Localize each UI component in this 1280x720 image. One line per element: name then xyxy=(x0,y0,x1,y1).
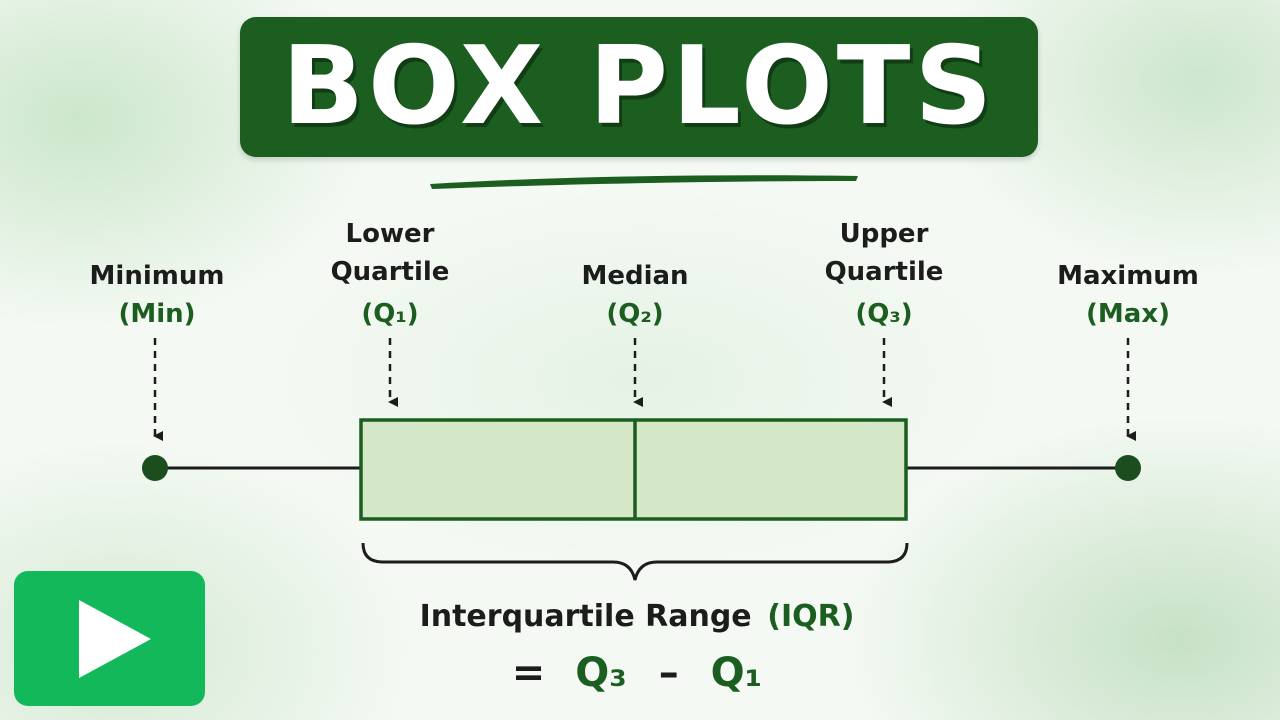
iqr-abbr: (IQR) xyxy=(767,599,854,634)
title-banner: BOX PLOTS xyxy=(240,17,1038,157)
iqr-brace xyxy=(361,542,909,581)
formula-equals: = xyxy=(512,650,546,696)
upper-quartile-abbr: (Q₃) xyxy=(855,299,912,329)
lower-quartile-abbr: (Q₁) xyxy=(361,299,418,329)
minimum-label: Minimum xyxy=(90,261,225,291)
lower-quartile-label-line2: Quartile xyxy=(331,257,450,287)
lower-quartile-label-line1: Lower xyxy=(346,219,435,249)
formula-minus: – xyxy=(659,650,679,696)
play-icon xyxy=(78,599,151,678)
upper-quartile-label-line2: Quartile xyxy=(825,257,944,287)
minimum-abbr: (Min) xyxy=(118,299,195,329)
formula-q1: Q₁ xyxy=(711,650,763,696)
formula-q3: Q₃ xyxy=(575,650,627,696)
median-abbr: (Q₂) xyxy=(606,299,663,329)
iqr-label: Interquartile Range (IQR) xyxy=(420,599,855,634)
maximum-label: Maximum xyxy=(1057,261,1199,291)
maximum-point xyxy=(1115,455,1141,481)
iqr-label-text: Interquartile Range xyxy=(420,599,752,634)
iqr-formula: = Q₃ – Q₁ xyxy=(512,650,762,696)
median-label: Median xyxy=(581,261,688,291)
minimum-point xyxy=(142,455,168,481)
upper-quartile-label-line1: Upper xyxy=(840,219,929,249)
page-title: BOX PLOTS xyxy=(281,24,997,149)
title-underline xyxy=(430,175,858,189)
play-button[interactable] xyxy=(14,571,205,706)
maximum-abbr: (Max) xyxy=(1086,299,1170,329)
